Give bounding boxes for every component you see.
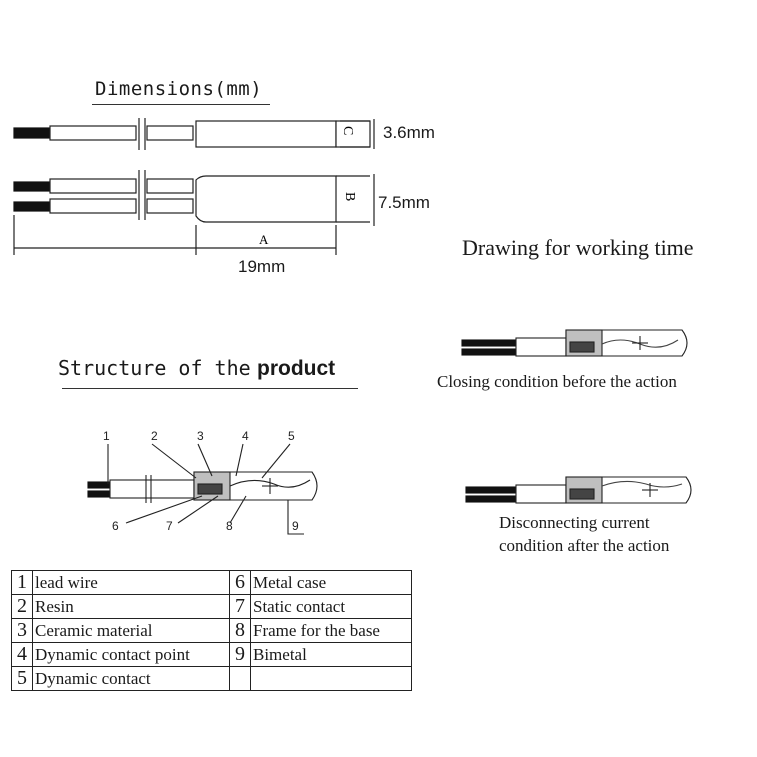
thickness-label: 3.6mm [383,123,435,142]
part-name: Bimetal [250,642,412,667]
table-row: 4 Dynamic contact point 9 Bimetal [11,642,412,667]
open-caption-line1: Disconnecting current [499,513,650,532]
length-label: 19mm [238,257,286,276]
marker-a: A [259,232,269,247]
side-view-drawing [13,170,375,255]
part-number: 9 [229,642,251,667]
part-name: Ceramic material [32,618,230,643]
callout-9: 9 [292,519,299,533]
table-row: 1 lead wire 6 Metal case [11,570,412,595]
structure-title: Structure of the product [58,356,335,381]
part-name [250,666,412,691]
callout-3: 3 [197,429,204,443]
part-name: Dynamic contact [32,666,230,691]
part-number: 7 [229,594,251,619]
part-name: Frame for the base [250,618,412,643]
part-number: 6 [229,570,251,595]
callout-6: 6 [112,519,119,533]
structure-title-bold: product [257,357,336,380]
part-name: lead wire [32,570,230,595]
part-name: Static contact [250,594,412,619]
callout-1: 1 [103,429,110,443]
table-row: 2 Resin 7 Static contact [11,594,412,619]
structure-title-underline [62,388,358,389]
part-name: Dynamic contact point [32,642,230,667]
open-condition-drawing [465,476,692,504]
part-name: Resin [32,594,230,619]
part-name: Metal case [250,570,412,595]
part-number: 4 [11,642,33,667]
callout-8: 8 [226,519,233,533]
callout-2: 2 [151,429,158,443]
part-number [229,666,251,691]
dimensions-title-underline [92,104,270,105]
callout-5: 5 [288,429,295,443]
part-number: 5 [11,666,33,691]
structure-callouts: 1 2 3 4 5 6 7 8 9 [103,429,299,533]
part-number: 2 [11,594,33,619]
part-number: 3 [11,618,33,643]
width-label: 7.5mm [378,193,430,212]
dimensions-title: Dimensions(mm) [95,78,263,100]
structure-title-prefix: Structure of the [58,356,251,380]
table-row: 3 Ceramic material 8 Frame for the base [11,618,412,643]
table-row: 5 Dynamic contact [11,666,412,691]
callout-4: 4 [242,429,249,443]
closing-caption: Closing condition before the action [437,372,677,391]
open-caption-line2: condition after the action [499,536,670,555]
structure-drawing [87,443,318,535]
parts-table: 1 lead wire 6 Metal case 2 Resin 7 Stati… [11,570,412,691]
marker-c: C [340,126,355,135]
closing-condition-drawing [461,329,688,357]
part-number: 8 [229,618,251,643]
marker-b: B [342,192,357,201]
callout-7: 7 [166,519,173,533]
working-time-title: Drawing for working time [462,235,694,260]
part-number: 1 [11,570,33,595]
top-view-drawing [13,118,375,150]
